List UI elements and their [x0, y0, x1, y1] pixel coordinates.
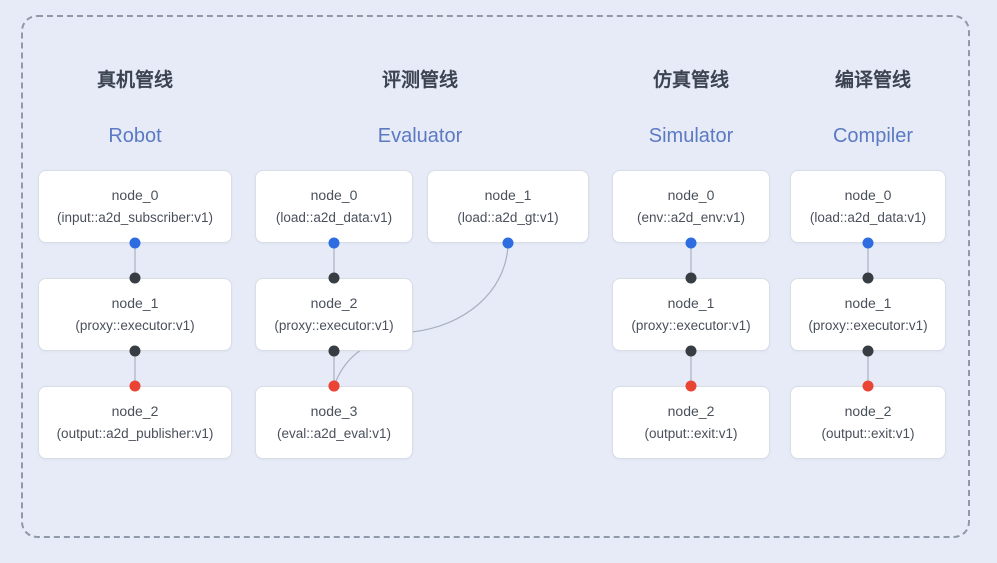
node-box-evaluator-n0: node_0(load::a2d_data:v1) — [255, 170, 413, 243]
node-subtitle: (input::a2d_subscriber:v1) — [56, 210, 214, 225]
node-box-simulator-n1: node_1(proxy::executor:v1) — [612, 278, 770, 351]
node-box-compiler-n2: node_2(output::exit:v1) — [790, 386, 946, 459]
node-box-simulator-n0: node_0(env::a2d_env:v1) — [612, 170, 770, 243]
node-title: node_2 — [667, 403, 715, 419]
node-title: node_1 — [111, 295, 159, 311]
node-title: node_1 — [844, 295, 892, 311]
port-dot-black — [129, 272, 141, 284]
node-title: node_2 — [111, 403, 159, 419]
node-subtitle: (load::a2d_data:v1) — [275, 210, 393, 225]
pipeline-title-en-simulator: Simulator — [648, 125, 734, 147]
node-subtitle: (load::a2d_data:v1) — [809, 210, 927, 225]
node-subtitle: (output::exit:v1) — [821, 426, 915, 441]
pipeline-title-zh-simulator: 仿真管线 — [652, 70, 730, 91]
node-box-evaluator-n1: node_1(load::a2d_gt:v1) — [427, 170, 589, 243]
port-dot-red — [328, 380, 340, 392]
node-title: node_0 — [310, 187, 358, 203]
port-dot-blue — [502, 237, 514, 249]
node-box-compiler-n0: node_0(load::a2d_data:v1) — [790, 170, 946, 243]
port-dot-blue — [129, 237, 141, 249]
port-dot-black — [862, 272, 874, 284]
node-subtitle: (proxy::executor:v1) — [75, 318, 195, 333]
port-dot-black — [685, 272, 697, 284]
node-title: node_1 — [667, 295, 715, 311]
port-dot-black — [328, 272, 340, 284]
edge-curve-evaluator — [335, 245, 509, 382]
node-subtitle: (env::a2d_env:v1) — [636, 210, 746, 225]
port-dot-blue — [862, 237, 874, 249]
node-title: node_0 — [111, 187, 159, 203]
pipeline-title-en-robot: Robot — [108, 125, 162, 147]
node-title: node_0 — [667, 187, 715, 203]
node-title: node_0 — [844, 187, 892, 203]
node-subtitle: (load::a2d_gt:v1) — [457, 210, 559, 225]
pipeline-title-zh-evaluator: 评测管线 — [381, 70, 459, 91]
port-dot-blue — [685, 237, 697, 249]
node-box-robot-n0: node_0(input::a2d_subscriber:v1) — [38, 170, 232, 243]
node-box-robot-n2: node_2(output::a2d_publisher:v1) — [38, 386, 232, 459]
node-box-robot-n1: node_1(proxy::executor:v1) — [38, 278, 232, 351]
port-dot-black — [129, 345, 141, 357]
port-dot-black — [862, 345, 874, 357]
node-title: node_2 — [844, 403, 892, 419]
dashed-frame — [21, 15, 970, 538]
port-dot-black — [328, 345, 340, 357]
port-dot-red — [862, 380, 874, 392]
node-title: node_1 — [484, 187, 532, 203]
node-subtitle: (proxy::executor:v1) — [631, 318, 751, 333]
port-dot-red — [129, 380, 141, 392]
node-box-simulator-n2: node_2(output::exit:v1) — [612, 386, 770, 459]
pipeline-title-zh-robot: 真机管线 — [96, 70, 174, 91]
node-subtitle: (proxy::executor:v1) — [274, 318, 394, 333]
port-dot-red — [685, 380, 697, 392]
node-subtitle: (output::a2d_publisher:v1) — [56, 426, 214, 441]
node-subtitle: (proxy::executor:v1) — [808, 318, 928, 333]
port-dot-black — [685, 345, 697, 357]
node-title: node_2 — [310, 295, 358, 311]
pipeline-title-en-compiler: Compiler — [832, 125, 914, 147]
pipeline-title-zh-compiler: 编译管线 — [834, 70, 912, 91]
node-subtitle: (output::exit:v1) — [644, 426, 738, 441]
node-box-evaluator-n2: node_2(proxy::executor:v1) — [255, 278, 413, 351]
node-subtitle: (eval::a2d_eval:v1) — [276, 426, 392, 441]
node-box-compiler-n1: node_1(proxy::executor:v1) — [790, 278, 946, 351]
node-box-evaluator-n3: node_3(eval::a2d_eval:v1) — [255, 386, 413, 459]
node-title: node_3 — [310, 403, 358, 419]
port-dot-blue — [328, 237, 340, 249]
pipeline-title-en-evaluator: Evaluator — [377, 125, 463, 147]
